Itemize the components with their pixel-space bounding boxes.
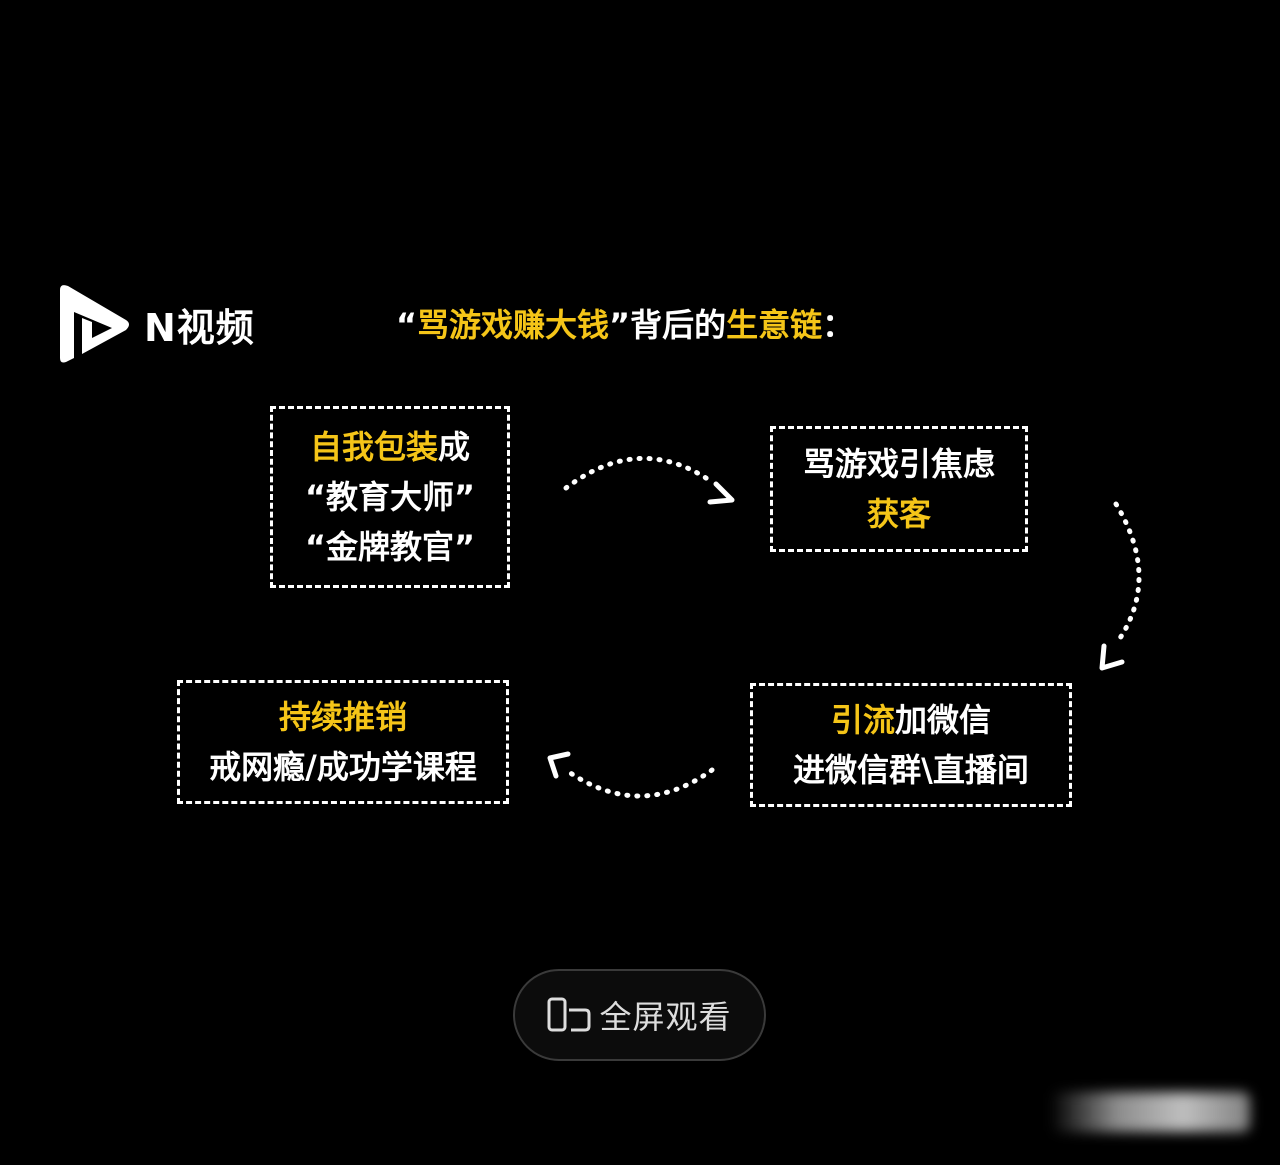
step-text: 骂游戏引焦虑 [802, 445, 995, 483]
step-text: 进微信群\直播间 [793, 751, 1029, 789]
title-close-quote: ” [609, 306, 631, 344]
step-text: 自我包装 [309, 428, 438, 466]
step-line: 自我包装成 [310, 422, 470, 472]
title-open-quote: “ [396, 306, 418, 344]
arrow-3-to-4 [563, 767, 715, 799]
step-text: “教育大师” [304, 478, 476, 516]
step-line: 持续推销 [279, 692, 407, 742]
step-line: 戒网瘾/成功学课程 [209, 742, 477, 792]
title-middle: 背后的 [630, 306, 727, 344]
step-box-attract-customers: 骂游戏引焦虑获客 [770, 426, 1028, 552]
step-line: 进微信群\直播间 [793, 745, 1029, 795]
title-highlight: 骂游戏赚大钱 [417, 306, 610, 344]
fullscreen-label: 全屏观看 [599, 998, 732, 1036]
step-box-wechat-traffic: 引流加微信进微信群\直播间 [750, 683, 1072, 807]
logo: N视频 [56, 284, 255, 364]
step-text: 加微信 [895, 701, 992, 739]
page-title: “骂游戏赚大钱”背后的生意链： [396, 300, 854, 346]
arrowhead-1 [707, 481, 735, 505]
step-box-continuous-sales: 持续推销戒网瘾/成功学课程 [177, 680, 509, 804]
step-text: 获客 [866, 495, 931, 533]
step-line: 引流加微信 [831, 695, 991, 745]
step-line: “教育大师” [305, 472, 475, 522]
title-suffix: ： [822, 306, 855, 344]
step-text: 戒网瘾/成功学课程 [209, 748, 477, 786]
step-text: “金牌教官” [304, 528, 476, 566]
step-box-self-packaging: 自我包装成 “教育大师” “金牌教官” [270, 406, 510, 588]
logo-text: N视频 [144, 305, 255, 350]
step-text: 成 [438, 428, 471, 466]
blurred-watermark [1050, 1092, 1250, 1132]
step-line: 获客 [867, 489, 931, 539]
arrowhead-3 [547, 751, 571, 779]
fullscreen-button[interactable]: 全屏观看 [513, 969, 766, 1061]
arrow-1-to-2 [563, 456, 715, 491]
arrowhead-2 [1099, 643, 1125, 671]
step-line: 骂游戏引焦虑 [803, 439, 995, 489]
arrow-2-to-3 [1113, 501, 1142, 647]
step-text: 引流 [830, 701, 895, 739]
step-line: “金牌教官” [305, 522, 475, 572]
phone-rotate-icon [547, 997, 591, 1032]
play-logo-icon [60, 285, 129, 363]
step-text: 持续推销 [278, 698, 407, 736]
title-highlight-chain: 生意链 [726, 306, 823, 344]
